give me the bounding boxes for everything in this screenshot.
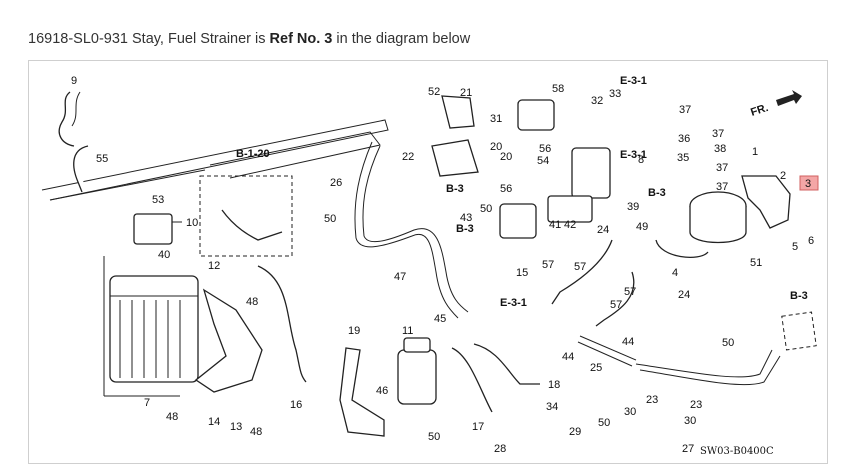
caption: 16918-SL0-931 Stay, Fuel Strainer is Ref… [28,31,470,47]
section-ref-e-3-1-b: E-3-1 [620,149,647,161]
part-label-23b: 23 [690,399,702,411]
part-label-30a: 30 [624,406,636,418]
part-label-53: 53 [152,194,164,206]
part-label-20b: 20 [500,151,512,163]
part-label-13: 13 [230,421,242,433]
part-label-37c: 37 [716,162,728,174]
part-label-22: 22 [402,151,414,163]
part-label-8: 8 [638,154,644,166]
part-label-47: 47 [394,271,406,283]
part-label-50b: 50 [480,203,492,215]
part-label-4: 4 [672,267,678,279]
part-label-48c: 48 [250,426,262,438]
part-label-57d: 57 [610,299,622,311]
part-label-1: 1 [752,146,758,158]
part-label-44a: 44 [562,351,574,363]
section-ref-e-3-1-c: E-3-1 [500,297,527,309]
part-label-14: 14 [208,416,220,428]
part-label-35: 35 [677,152,689,164]
part-label-39: 39 [627,201,639,213]
highlight-ref-box [799,175,819,191]
part-label-33: 33 [609,88,621,100]
part-label-44b: 44 [622,336,634,348]
part-label-24b: 24 [678,289,690,301]
part-label-21: 21 [460,87,472,99]
part-label-11: 11 [402,325,413,337]
section-ref-b-3-b: B-3 [456,223,474,235]
part-label-7: 7 [144,397,150,409]
caption-suffix: in the diagram below [332,31,471,47]
part-label-56a: 56 [539,143,551,155]
part-label-31: 31 [490,113,502,125]
part-label-52: 52 [428,86,440,98]
part-label-10: 10 [186,217,198,229]
part-label-23a: 23 [646,394,658,406]
section-ref-b-3-a: B-3 [446,183,464,195]
part-label-41: 41 [549,219,561,231]
part-label-2: 2 [780,170,786,182]
part-label-57c: 57 [624,286,636,298]
part-label-29: 29 [569,426,581,438]
part-label-37b: 37 [712,128,724,140]
part-label-46: 46 [376,385,388,397]
part-label-5: 5 [792,241,798,253]
part-label-48b: 48 [166,411,178,423]
part-label-51: 51 [750,257,762,269]
part-label-34: 34 [546,401,558,413]
part-label-58: 58 [552,83,564,95]
caption-prefix: 16918-SL0-931 Stay, Fuel Strainer is [28,31,270,47]
part-label-24a: 24 [597,224,609,236]
part-label-50a: 50 [324,213,336,225]
part-label-49: 49 [636,221,648,233]
schematic-lines [41,90,817,437]
part-label-56b: 56 [500,183,512,195]
part-label-45: 45 [434,313,446,325]
part-label-26: 26 [330,177,342,189]
part-label-37d: 37 [716,181,728,193]
part-label-6: 6 [808,235,814,247]
direction-label: FR. [749,102,770,119]
part-label-30b: 30 [684,415,696,427]
section-ref-b-1-20: B-1-20 [236,148,270,160]
part-label-40: 40 [158,249,170,261]
diagram-code: SW03-B0400C [700,446,774,457]
part-label-20a: 20 [490,141,502,153]
part-label-12: 12 [208,260,220,272]
part-label-57a: 57 [542,259,554,271]
part-label-17: 17 [472,421,484,433]
part-label-15: 15 [516,267,528,279]
section-ref-e-3-1-a: E-3-1 [620,75,647,87]
part-label-25: 25 [590,362,602,374]
part-label-38: 38 [714,143,726,155]
part-label-3: 3 [805,178,811,190]
part-label-37a: 37 [679,104,691,116]
part-label-9: 9 [71,75,77,87]
part-label-50c: 50 [428,431,440,443]
part-label-19: 19 [348,325,360,337]
caption-ref: Ref No. 3 [269,31,333,47]
part-label-27: 27 [682,443,694,455]
part-label-50d: 50 [598,417,610,429]
part-label-36: 36 [678,133,690,145]
section-ref-b-3-d: B-3 [790,290,808,302]
part-label-43: 43 [460,212,472,224]
part-label-32: 32 [591,95,603,107]
part-label-16: 16 [290,399,302,411]
part-label-50e: 50 [722,337,734,349]
part-label-55: 55 [96,153,108,165]
part-label-28: 28 [494,443,506,455]
part-label-42: 42 [564,219,576,231]
section-ref-b-3-c: B-3 [648,187,666,199]
part-label-54: 54 [537,155,549,167]
part-label-18: 18 [548,379,560,391]
part-label-57b: 57 [574,261,586,273]
part-label-48a: 48 [246,296,258,308]
